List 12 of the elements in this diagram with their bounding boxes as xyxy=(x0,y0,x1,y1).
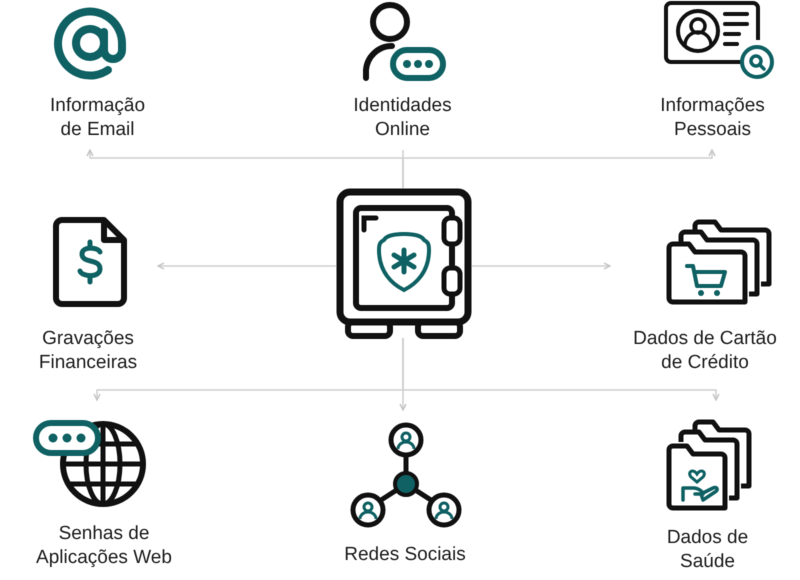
arrow xyxy=(402,149,716,188)
node-label: Dados de Cartão de Crédito xyxy=(632,327,778,375)
node-label: Identidades Online xyxy=(352,94,453,142)
node-label: Redes Sociais xyxy=(344,543,466,567)
node-label: Dados de Saúde xyxy=(666,526,750,574)
node-label: Informação de Email xyxy=(48,94,146,142)
node-label: Informações Pessoais xyxy=(659,94,766,142)
node-label: Senhas de Aplicações Web xyxy=(35,522,173,570)
node-label: Gravações Financeiras xyxy=(38,327,138,375)
arrow xyxy=(472,262,611,270)
arrow xyxy=(402,338,720,401)
arrow xyxy=(157,262,336,270)
